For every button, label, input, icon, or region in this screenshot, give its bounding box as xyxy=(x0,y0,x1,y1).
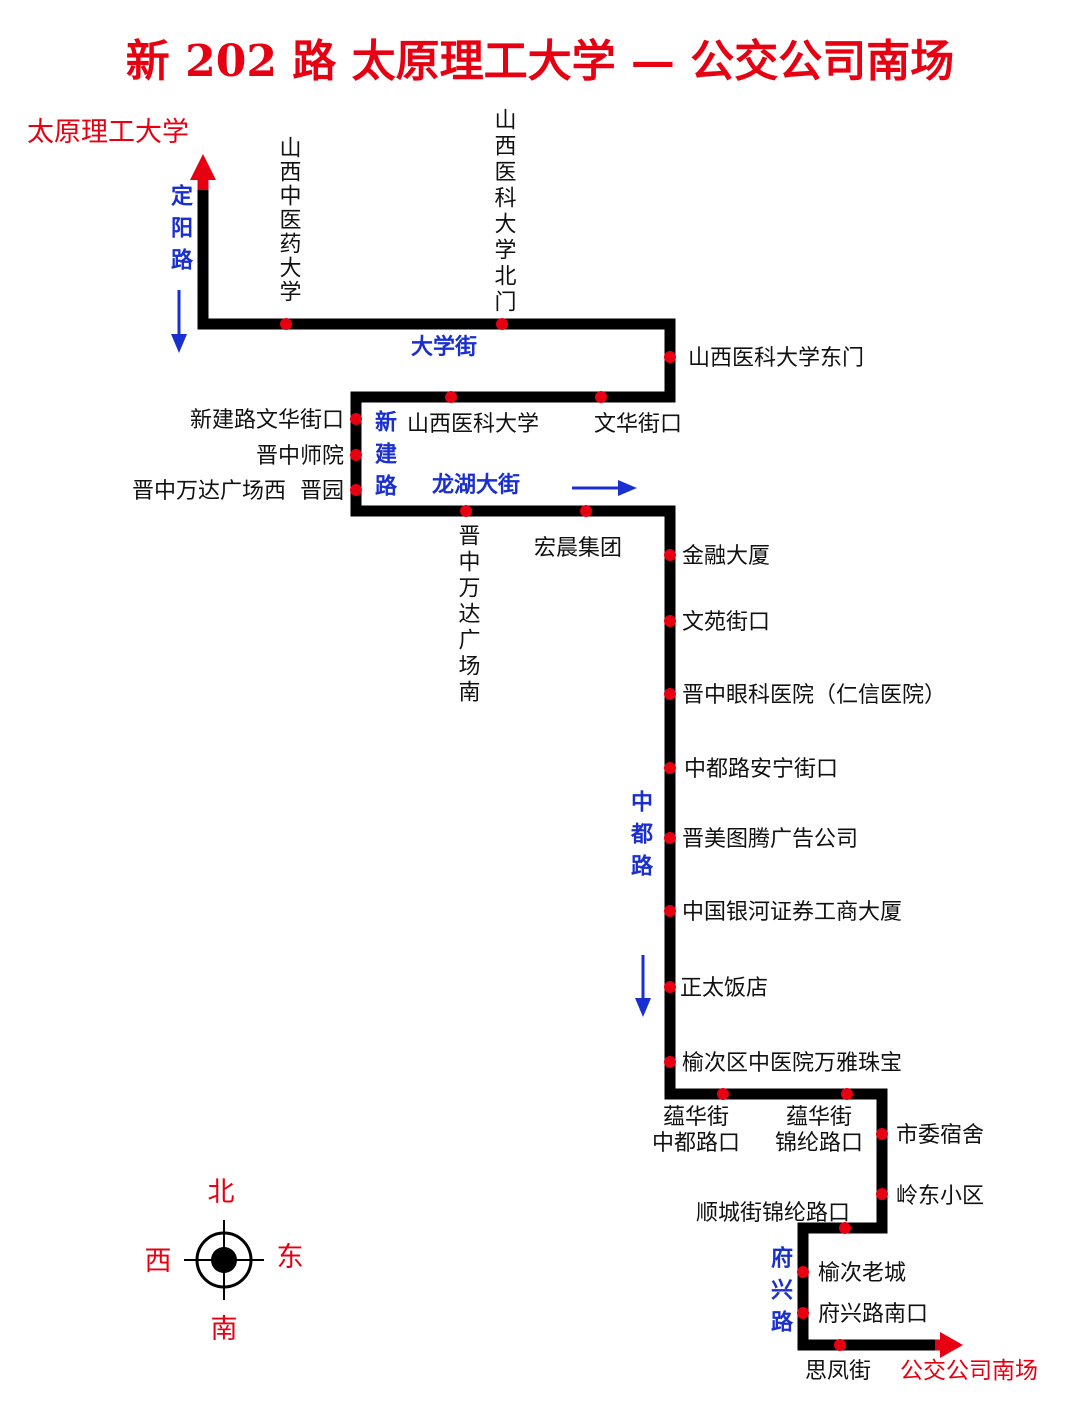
street-label: 龙湖大街 xyxy=(432,472,520,498)
stop-label: 榆次老城 xyxy=(818,1261,906,1286)
compass-center xyxy=(211,1247,237,1273)
terminal-end-label: 公交公司南场 xyxy=(900,1358,1038,1384)
stop-label: 晋中师院 xyxy=(256,444,344,469)
street-label: 大学街 xyxy=(411,334,477,360)
stop-label: 蕴华街 xyxy=(786,1105,852,1130)
stop-label: 正太饭店 xyxy=(680,976,768,1001)
stop-dot xyxy=(664,981,676,993)
stop-dot xyxy=(350,484,362,496)
stop-label: 中国银河证券工商大厦 xyxy=(682,900,902,925)
stop-label: 岭东小区 xyxy=(896,1184,984,1209)
terminal-start-label: 太原理工大学 xyxy=(27,117,189,148)
stop-label: 文华街口 xyxy=(594,412,682,437)
stop-dot xyxy=(350,449,362,461)
stop-dot xyxy=(664,1056,676,1068)
stop-label: 锦纶路口 xyxy=(775,1131,863,1156)
stop-label: 府兴路南口 xyxy=(818,1302,928,1327)
stop-dot xyxy=(841,1088,853,1100)
stop-label: 顺城街锦纶路口 xyxy=(696,1201,850,1226)
stop-label: 金融大厦 xyxy=(682,544,770,569)
street-label: 府兴路 xyxy=(767,1245,793,1342)
stop-dot xyxy=(664,688,676,700)
stop-label: 文苑街口 xyxy=(682,610,770,635)
compass-west-label: 西 xyxy=(145,1246,172,1277)
stop-label: 山西医科大学东门 xyxy=(688,346,864,371)
stop-dot xyxy=(797,1307,809,1319)
direction-arrow-down-icon xyxy=(171,290,187,353)
stop-label: 晋美图腾广告公司 xyxy=(682,827,858,852)
compass-ring xyxy=(195,1231,253,1289)
street-label: 中都路 xyxy=(627,790,654,886)
stop-dot xyxy=(664,832,676,844)
stop-dot xyxy=(280,318,292,330)
stop-dots xyxy=(280,318,888,1351)
stop-dot xyxy=(839,1222,851,1234)
stop-dot xyxy=(350,413,362,425)
compass-north-label: 北 xyxy=(208,1177,235,1208)
stop-dot xyxy=(580,505,592,517)
stop-dot xyxy=(876,1128,888,1140)
stop-dot xyxy=(664,549,676,561)
stop-label: 思凤街 xyxy=(805,1359,871,1384)
compass: 北 南 西 东 xyxy=(145,1177,304,1345)
direction-arrow-right-icon xyxy=(572,480,637,496)
start-arrow xyxy=(190,154,216,190)
stop-dot xyxy=(717,1088,729,1100)
stop-dot xyxy=(797,1266,809,1278)
stop-dot xyxy=(664,762,676,774)
stop-label: 蕴华街 xyxy=(663,1105,729,1130)
stop-label: 晋中万达广场西 晋园 xyxy=(132,479,344,504)
stop-dot xyxy=(460,505,472,517)
stop-label: 新建路文华街口 xyxy=(190,408,344,433)
stop-label-vertical: 山西医科大学北门 xyxy=(491,108,517,316)
stop-label: 市委宿舍 xyxy=(896,1123,984,1148)
stop-label-vertical: 晋中万达广场南 xyxy=(455,524,481,706)
page-title: 新 202 路 太原理工大学 — 公交公司南场 xyxy=(126,36,954,87)
stop-label: 晋中眼科医院（仁信医院） xyxy=(682,683,946,708)
street-label: 定阳路 xyxy=(167,183,193,280)
direction-arrow-down-icon xyxy=(635,955,651,1017)
stop-label-vertical: 山西中医药大学 xyxy=(276,136,302,304)
stop-label: 中都路安宁街口 xyxy=(684,757,838,782)
stop-label: 榆次区中医院万雅珠宝 xyxy=(682,1051,902,1076)
stop-dot xyxy=(496,318,508,330)
stop-dot xyxy=(595,391,607,403)
stop-label: 宏晨集团 xyxy=(534,536,622,561)
stop-dot xyxy=(876,1188,888,1200)
compass-south-label: 南 xyxy=(211,1314,238,1345)
end-arrow xyxy=(935,1332,963,1358)
compass-east-label: 东 xyxy=(277,1242,304,1273)
stop-dot xyxy=(834,1339,846,1351)
stop-label: 中都路口 xyxy=(652,1131,740,1156)
stop-dot xyxy=(664,615,676,627)
street-label: 新建路 xyxy=(371,409,397,506)
route-line xyxy=(197,185,940,1351)
stop-dot xyxy=(664,905,676,917)
stop-dot xyxy=(664,351,676,363)
stop-dot xyxy=(445,391,457,403)
stop-label: 山西医科大学 xyxy=(407,412,539,437)
